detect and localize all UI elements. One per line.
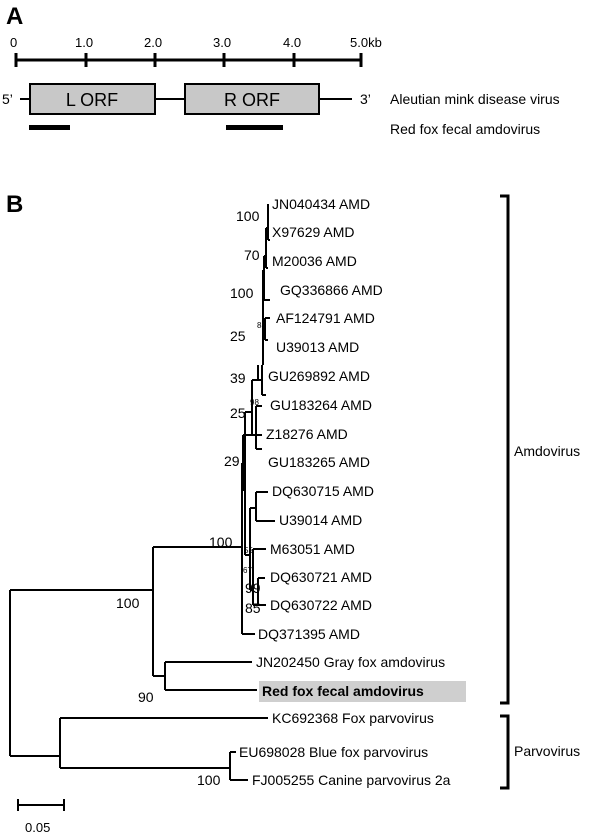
three-prime-label: 3’ <box>360 91 371 107</box>
leaf-label: M63051 AMD <box>270 541 355 557</box>
bootstrap-value: 100 <box>197 772 221 788</box>
r-orf-label: R ORF <box>224 90 280 110</box>
leaf-label: JN040434 AMD <box>272 196 370 212</box>
parvovirus-bracket <box>500 714 510 790</box>
clade-brackets: Amdovirus Parvovirus <box>500 194 580 790</box>
scale-tick-label: 2.0 <box>144 35 162 50</box>
leaf-label: Z18276 AMD <box>266 426 348 442</box>
leaf-label: EU698028 Blue fox parvovirus <box>239 744 428 760</box>
bootstrap-value: 29 <box>224 453 240 469</box>
branch-scale-bar: 0.05 <box>17 799 65 835</box>
bootstrap-value: 88 <box>257 321 266 330</box>
scale-tick-label: 0 <box>10 35 17 50</box>
parvovirus-clade-label: Parvovirus <box>514 743 580 759</box>
leaf-label: JN202450 Gray fox amdovirus <box>256 654 445 670</box>
bootstrap-value: 100 <box>116 595 140 611</box>
leaf-label: DQ371395 AMD <box>258 626 360 642</box>
leaf-label: DQ630721 AMD <box>270 569 372 585</box>
panel-a-label: A <box>6 3 23 30</box>
l-orf-fragment <box>29 125 70 130</box>
amdovirus-clade-label: Amdovirus <box>514 443 580 459</box>
bootstrap-value: 100 <box>236 208 260 224</box>
leaf-label: KC692368 Fox parvovirus <box>272 710 434 726</box>
bootstrap-value: 70 <box>244 247 260 263</box>
leaf-label: U39013 AMD <box>276 339 359 355</box>
leaf-label-highlight: Red fox fecal amdovirus <box>262 683 424 699</box>
highlight-box <box>259 681 466 702</box>
genome-map: 5’ L ORF R ORF 3’ Aleutian mink disease … <box>2 83 560 137</box>
scale-tick-label: 5.0kb <box>350 35 382 50</box>
scale-tick-label: 1.0 <box>75 35 93 50</box>
bootstrap-value: 100 <box>209 534 233 550</box>
leaf-labels: JN040434 AMD X97629 AMD M20036 AMD GQ336… <box>239 196 466 788</box>
leaf-label: GU269892 AMD <box>268 368 370 384</box>
bootstrap-value: 55 <box>244 546 253 555</box>
leaf-label: GQ336866 AMD <box>280 282 383 298</box>
leaf-label: X97629 AMD <box>272 224 355 240</box>
leaf-label: GU183264 AMD <box>270 397 372 413</box>
bootstrap-value: 90 <box>138 689 154 705</box>
leaf-label: DQ630722 AMD <box>270 597 372 613</box>
bootstrap-value: 99 <box>245 580 261 596</box>
bootstrap-value: 100 <box>230 285 254 301</box>
leaf-label: GU183265 AMD <box>268 454 370 470</box>
bootstrap-value: 25 <box>230 405 246 421</box>
bootstrap-values: 100 70 100 88 25 39 98 25 29 100 55 67 9… <box>116 208 266 788</box>
l-orf-box <box>29 83 156 115</box>
leaf-label: AF124791 AMD <box>276 310 375 326</box>
panel-b-label: B <box>6 191 23 218</box>
genome-label: Aleutian mink disease virus <box>390 91 560 107</box>
amdovirus-bracket <box>500 194 510 705</box>
scale-tick-label: 4.0 <box>283 35 301 50</box>
leaf-label: U39014 AMD <box>279 512 362 528</box>
fragment-label: Red fox fecal amdovirus <box>390 121 540 137</box>
l-orf-label: L ORF <box>66 90 118 110</box>
leaf-label: M20036 AMD <box>272 253 357 269</box>
r-orf-box <box>184 83 320 115</box>
leaf-label: DQ630715 AMD <box>272 483 374 499</box>
genome-scale: 0 1.0 2.0 3.0 4.0 5.0kb <box>10 35 382 67</box>
bootstrap-value: 25 <box>230 328 246 344</box>
phylogenetic-tree <box>9 204 275 781</box>
scale-tick-label: 3.0 <box>213 35 231 50</box>
bootstrap-value: 39 <box>230 370 246 386</box>
bootstrap-value: 85 <box>245 600 261 616</box>
scale-bar-label: 0.05 <box>25 820 50 835</box>
five-prime-label: 5’ <box>2 91 13 107</box>
bootstrap-value: 98 <box>250 398 259 407</box>
r-orf-fragment <box>226 125 283 130</box>
leaf-label: FJ005255 Canine parvovirus 2a <box>252 772 451 788</box>
bootstrap-value: 67 <box>243 566 252 575</box>
